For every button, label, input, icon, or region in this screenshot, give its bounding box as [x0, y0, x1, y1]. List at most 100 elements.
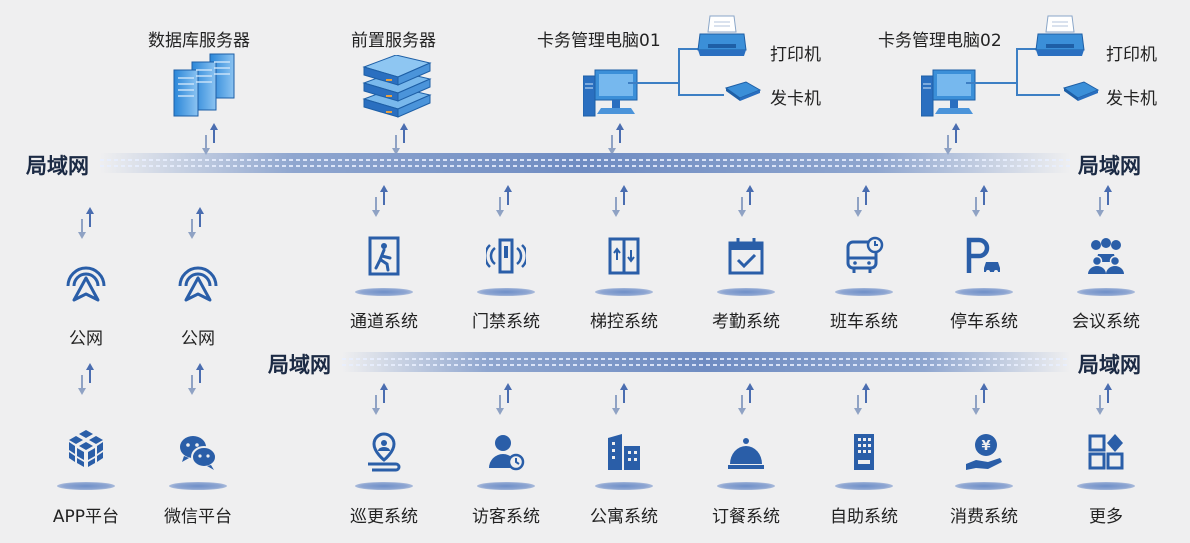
- pc01-link-vertical: [678, 48, 680, 96]
- pc02-link-printer: [1016, 48, 1042, 50]
- pc02-label: 卡务管理电脑02: [878, 31, 1002, 51]
- more-apps-icon: [1088, 434, 1124, 470]
- passage-gate-icon: [368, 236, 400, 276]
- wechat-icon: [180, 436, 217, 470]
- public-network-icon: [66, 266, 106, 302]
- system-label-ordering: 订餐系统: [712, 507, 780, 527]
- pc02-link-horizontal: [966, 82, 1018, 84]
- patrol-location-icon: [368, 432, 401, 472]
- lan-label-right: 局域网: [1078, 154, 1141, 178]
- system-label-shuttle: 班车系统: [830, 312, 898, 332]
- payment-hand-icon: ¥: [966, 434, 1002, 470]
- printer-label: 打印机: [770, 45, 821, 65]
- system-pad: [477, 482, 535, 490]
- system-label-elevator: 梯控系统: [590, 312, 658, 332]
- attendance-calendar-icon: [728, 238, 764, 275]
- system-label-apartment: 公寓系统: [590, 507, 658, 527]
- pc01-link-printer: [678, 48, 706, 50]
- meeting-icon: [1088, 238, 1124, 274]
- system-pad: [835, 288, 893, 296]
- shuttle-bus-icon: [846, 236, 884, 273]
- card-issuer-label: 发卡机: [770, 89, 821, 109]
- system-label-self-service: 自助系统: [830, 507, 898, 527]
- bidirectional-arrow-icon: [737, 382, 755, 416]
- system-pad: [595, 482, 653, 490]
- printer-label: 打印机: [1106, 45, 1157, 65]
- app-cube-icon: [69, 430, 103, 467]
- db-server-label: 数据库服务器: [148, 31, 250, 51]
- system-label-parking: 停车系统: [950, 312, 1018, 332]
- parking-icon: [966, 237, 1000, 274]
- system-pad: [355, 288, 413, 296]
- system-pad: [955, 482, 1013, 490]
- system-label-passage: 通道系统: [350, 312, 418, 332]
- system-pad: [717, 482, 775, 490]
- app-platform-label: APP平台: [52, 507, 120, 527]
- system-pad: [477, 288, 535, 296]
- system-label-more: 更多: [1089, 507, 1123, 527]
- bidirectional-arrow-icon: [611, 382, 629, 416]
- bidirectional-arrow-icon: [853, 382, 871, 416]
- system-pad: [355, 482, 413, 490]
- system-label-consumption: 消费系统: [950, 507, 1018, 527]
- pc02-link-card: [1016, 94, 1060, 96]
- card-issuer-icon: [1062, 81, 1100, 101]
- card-issuer-icon: [724, 81, 762, 101]
- elevator-icon: [608, 237, 640, 275]
- bidirectional-arrow-icon: [187, 206, 205, 240]
- system-pad: [717, 288, 775, 296]
- bidirectional-arrow-icon: [391, 122, 409, 156]
- pc01-link-card: [678, 94, 724, 96]
- bidirectional-arrow-icon: [607, 122, 625, 156]
- access-control-icon: [486, 238, 526, 274]
- lan-label-left: 局域网: [268, 353, 331, 377]
- system-label-visitor: 访客系统: [472, 507, 540, 527]
- computer-icon: [583, 69, 638, 117]
- public-network-icon: [178, 266, 218, 302]
- system-pad: [955, 288, 1013, 296]
- platform-pad: [57, 482, 115, 490]
- bidirectional-arrow-icon: [971, 184, 989, 218]
- bidirectional-arrow-icon: [77, 206, 95, 240]
- bidirectional-arrow-icon: [1095, 184, 1113, 218]
- system-label-patrol: 巡更系统: [350, 507, 418, 527]
- bidirectional-arrow-icon: [495, 184, 513, 218]
- platform-pad: [169, 482, 227, 490]
- dining-cloche-icon: [728, 438, 764, 469]
- pc01-link-horizontal: [628, 82, 680, 84]
- public-net-label: 公网: [69, 329, 103, 349]
- bidirectional-arrow-icon: [201, 122, 219, 156]
- bidirectional-arrow-icon: [371, 382, 389, 416]
- bidirectional-arrow-icon: [495, 382, 513, 416]
- svg-text:¥: ¥: [981, 439, 990, 454]
- printer-icon: [1035, 15, 1085, 56]
- bidirectional-arrow-icon: [611, 184, 629, 218]
- system-pad: [835, 482, 893, 490]
- bidirectional-arrow-icon: [943, 122, 961, 156]
- lan-label-left: 局域网: [26, 154, 89, 178]
- printer-icon: [697, 15, 747, 56]
- bidirectional-arrow-icon: [371, 184, 389, 218]
- public-net-label: 公网: [181, 329, 215, 349]
- lan-bus-bottom: [342, 352, 1070, 372]
- lan-bus-top: [100, 153, 1070, 173]
- lan-label-right: 局域网: [1078, 353, 1141, 377]
- apartment-icon: [608, 434, 640, 470]
- system-pad: [595, 288, 653, 296]
- front-server-icon: [362, 55, 432, 118]
- computer-icon: [921, 69, 976, 117]
- bidirectional-arrow-icon: [1095, 382, 1113, 416]
- self-service-kiosk-icon: [854, 434, 874, 470]
- system-label-attendance: 考勤系统: [712, 312, 780, 332]
- pc02-link-vertical: [1016, 48, 1018, 96]
- card-issuer-label: 发卡机: [1106, 89, 1157, 109]
- bidirectional-arrow-icon: [737, 184, 755, 218]
- system-pad: [1077, 288, 1135, 296]
- bidirectional-arrow-icon: [971, 382, 989, 416]
- wechat-platform-label: 微信平台: [164, 507, 232, 527]
- system-label-meeting: 会议系统: [1072, 312, 1140, 332]
- bidirectional-arrow-icon: [853, 184, 871, 218]
- bidirectional-arrow-icon: [77, 362, 95, 396]
- bidirectional-arrow-icon: [187, 362, 205, 396]
- database-server-icon: [173, 53, 235, 117]
